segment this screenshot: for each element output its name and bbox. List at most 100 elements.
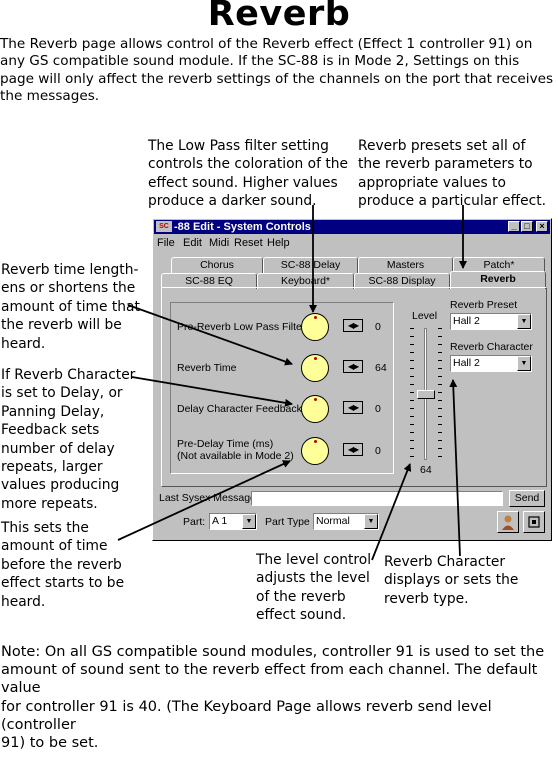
- title-bar[interactable]: SC -88 Edit - System Controls _ □ ×: [154, 220, 550, 234]
- callout-line: repeats, larger: [1, 459, 103, 476]
- window-title: -88 Edit - System Controls: [174, 221, 311, 233]
- minimize-icon[interactable]: _: [508, 221, 520, 232]
- predelay-arrows[interactable]: ◀▶: [343, 443, 363, 456]
- callout-line: effect starts to be: [1, 575, 125, 592]
- level-tick: [410, 360, 414, 361]
- param-sublabel: (Not available in Mode 2): [177, 450, 294, 462]
- level-tick: [410, 416, 414, 417]
- arrow-level: [371, 463, 412, 561]
- callout-line: number of delay: [1, 440, 115, 457]
- callout-line: This sets the: [1, 520, 89, 536]
- part-select[interactable]: A 1 ▼: [209, 513, 257, 530]
- level-tick: [410, 400, 414, 401]
- menu-midi[interactable]: Midi: [209, 237, 230, 249]
- tab-sc88-display[interactable]: SC-88 Display: [354, 273, 450, 289]
- note-line: Note: On all GS compatible sound modules…: [1, 644, 545, 660]
- tab-sc88-delay[interactable]: SC-88 Delay: [263, 257, 358, 273]
- level-label: Level: [412, 310, 438, 322]
- sysex-field[interactable]: [251, 491, 503, 506]
- feedback-arrows[interactable]: ◀▶: [343, 401, 363, 414]
- chevron-down-icon[interactable]: ▼: [364, 514, 378, 529]
- preset-select[interactable]: Hall 2 ▼: [450, 313, 532, 330]
- predelay-value: 0: [375, 445, 381, 457]
- level-tick: [438, 440, 442, 441]
- menu-edit[interactable]: Edit: [183, 237, 202, 249]
- character-select[interactable]: Hall 2 ▼: [450, 355, 532, 372]
- callout-line: displays or sets the: [384, 572, 519, 589]
- part-type-select[interactable]: Normal ▼: [313, 513, 379, 530]
- callout-line: Reverb Character: [384, 554, 506, 570]
- level-tick: [410, 408, 414, 409]
- part-label: Part:: [183, 516, 206, 528]
- callout-character-type: Reverb Character displays or sets the re…: [384, 553, 518, 608]
- preset-label: Reverb Preset: [450, 299, 518, 311]
- chevron-down-icon[interactable]: ▼: [517, 314, 531, 329]
- musician-icon[interactable]: [497, 511, 519, 533]
- chip-icon[interactable]: [523, 511, 545, 533]
- send-button[interactable]: Send: [509, 490, 545, 507]
- level-tick: [438, 336, 442, 337]
- callout-line: the reverb will be: [1, 317, 122, 334]
- chevron-down-icon[interactable]: ▼: [517, 356, 531, 371]
- callout-line: more repeats.: [1, 495, 98, 512]
- tab-keyboard[interactable]: Keyboard*: [257, 273, 354, 289]
- callout-line: of the reverb: [256, 588, 346, 605]
- chevron-down-icon[interactable]: ▼: [242, 514, 256, 529]
- feedback-value: 0: [375, 403, 381, 415]
- callout-line: before the reverb: [1, 556, 122, 573]
- note-line: for controller 91 is 40. (The Keyboard P…: [1, 698, 492, 733]
- menu-reset[interactable]: Reset: [234, 237, 263, 249]
- tab-masters[interactable]: Masters: [358, 257, 453, 273]
- reverb-time-arrows[interactable]: ◀▶: [343, 360, 363, 373]
- note-line: 91) to be set.: [1, 735, 99, 752]
- level-tick: [410, 432, 414, 433]
- callout-line: effect sound.: [256, 607, 347, 624]
- character-select-value: Hall 2: [453, 357, 480, 369]
- note-line: amount of sound sent to the reverb effec…: [1, 662, 538, 697]
- lowpass-knob[interactable]: [301, 313, 329, 341]
- preset-select-value: Hall 2: [453, 315, 480, 327]
- intro-line: any GS compatible sound module. If the S…: [0, 53, 520, 70]
- close-icon[interactable]: ×: [536, 221, 548, 232]
- level-tick: [438, 456, 442, 457]
- lowpass-value: 0: [375, 321, 381, 333]
- callout-line: adjusts the level: [256, 570, 370, 587]
- callout-line: Panning Delay,: [1, 403, 105, 420]
- note-paragraph: Note: On all GS compatible sound modules…: [1, 643, 557, 752]
- reverb-panel: Pre-Reverb Low Pass Filter ◀▶ 0 Reverb T…: [161, 287, 547, 487]
- menu-file[interactable]: File: [157, 237, 175, 249]
- app-icon[interactable]: SC: [156, 221, 172, 232]
- feedback-knob[interactable]: [301, 395, 329, 423]
- level-tick: [438, 392, 442, 393]
- level-tick: [438, 416, 442, 417]
- level-slider-thumb[interactable]: [417, 389, 435, 399]
- predelay-knob[interactable]: [301, 437, 329, 465]
- intro-line: the messages.: [0, 87, 100, 104]
- level-tick: [410, 424, 414, 425]
- level-tick: [410, 384, 414, 385]
- lowpass-arrows[interactable]: ◀▶: [343, 319, 363, 332]
- app-window: SC -88 Edit - System Controls _ □ × File…: [152, 218, 552, 541]
- part-select-value: A 1: [212, 515, 228, 527]
- callout-predelay: This sets the amount of time before the …: [1, 519, 124, 611]
- callout-line: controls the coloration of the: [148, 156, 348, 173]
- menu-help[interactable]: Help: [267, 237, 290, 249]
- tab-reverb[interactable]: Reverb: [450, 271, 546, 289]
- maximize-icon[interactable]: □: [521, 221, 533, 232]
- level-ticks: [410, 328, 444, 460]
- level-tick: [410, 392, 414, 393]
- param-label: Pre-Reverb Low Pass Filter: [177, 321, 306, 333]
- level-tick: [410, 344, 414, 345]
- tab-sc88-eq[interactable]: SC-88 EQ: [161, 273, 257, 289]
- callout-level: The level control adjusts the level of t…: [256, 551, 371, 625]
- callout-feedback: If Reverb Character is set to Delay, or …: [1, 366, 135, 513]
- tab-chorus[interactable]: Chorus: [171, 257, 263, 273]
- reverb-time-knob[interactable]: [301, 354, 329, 382]
- callout-lowpass: The Low Pass filter setting controls the…: [148, 137, 348, 211]
- tab-patch[interactable]: Patch*: [453, 257, 545, 273]
- part-type-select-value: Normal: [316, 515, 350, 527]
- callout-line: The Low Pass filter setting: [148, 138, 329, 154]
- level-tick: [410, 368, 414, 369]
- callout-line: The level control: [256, 552, 372, 568]
- level-tick: [438, 408, 442, 409]
